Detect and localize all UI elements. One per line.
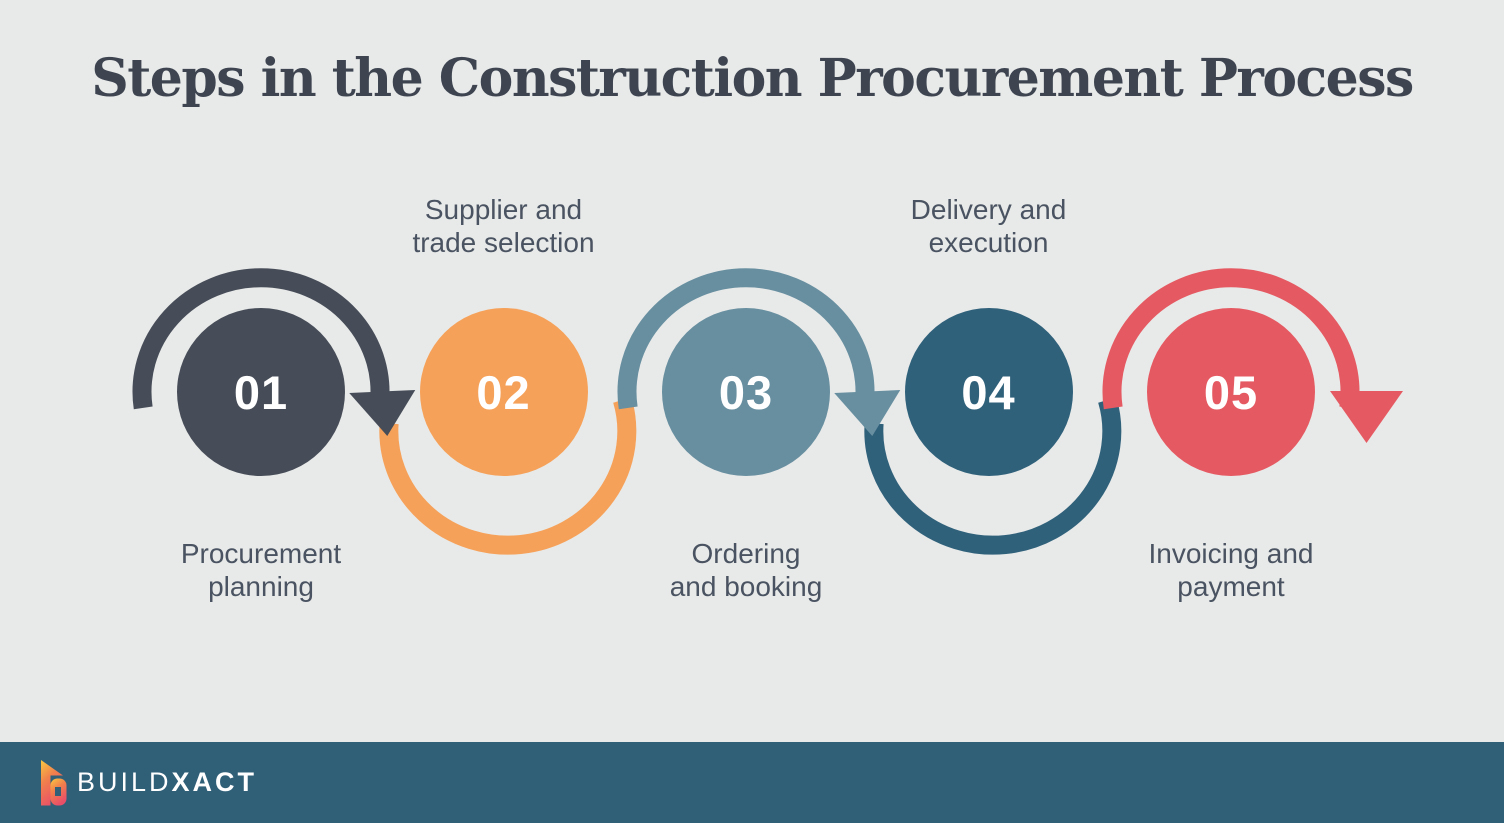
step-label-line: trade selection: [412, 227, 595, 258]
flow-final-arrow-down-icon: [1330, 391, 1403, 443]
step-label-line: execution: [928, 227, 1049, 258]
flow-arrow-down-icon: [834, 390, 901, 436]
step-number: 02: [476, 365, 531, 419]
buildxact-logo-text: BUILDXACT: [77, 769, 257, 796]
step-circle-03: 03: [662, 308, 830, 476]
step-label-line: Procurement: [180, 538, 342, 569]
step-circle-04: 04: [904, 308, 1073, 476]
step-label-line: payment: [1177, 571, 1285, 602]
step-number: 01: [233, 365, 289, 419]
step-number: 04: [961, 365, 1016, 419]
buildxact-b-icon: [41, 760, 67, 806]
step-label-line: Ordering: [691, 538, 801, 569]
step-label-line: Supplier and: [424, 194, 583, 225]
step-label-line: Invoicing and: [1148, 538, 1314, 569]
step-label-line: Delivery and: [910, 194, 1067, 225]
footer-bar: BUILDXACT: [0, 742, 1504, 823]
logo-text-build: BUILD: [77, 767, 172, 797]
connector-arc: [379, 397, 637, 555]
flow-arrow-down-icon: [349, 390, 416, 436]
step-number: 03: [718, 365, 774, 419]
buildxact-logo: BUILDXACT: [38, 759, 257, 806]
page-title: Steps in the Construction Procurement Pr…: [91, 48, 1414, 109]
connector-arc: [617, 268, 875, 410]
step-circle-05: 05: [1147, 308, 1315, 476]
connector-arc: [132, 268, 390, 410]
step-circle-01: 01: [177, 308, 345, 476]
step-circle-02: 02: [419, 308, 588, 476]
step-label-line: planning: [208, 571, 314, 602]
step-label-line: and booking: [669, 571, 823, 602]
connector-arc: [1102, 268, 1360, 410]
logo-text-xact: XACT: [171, 767, 258, 797]
connector-arc: [864, 397, 1122, 555]
step-number: 05: [1203, 365, 1259, 419]
